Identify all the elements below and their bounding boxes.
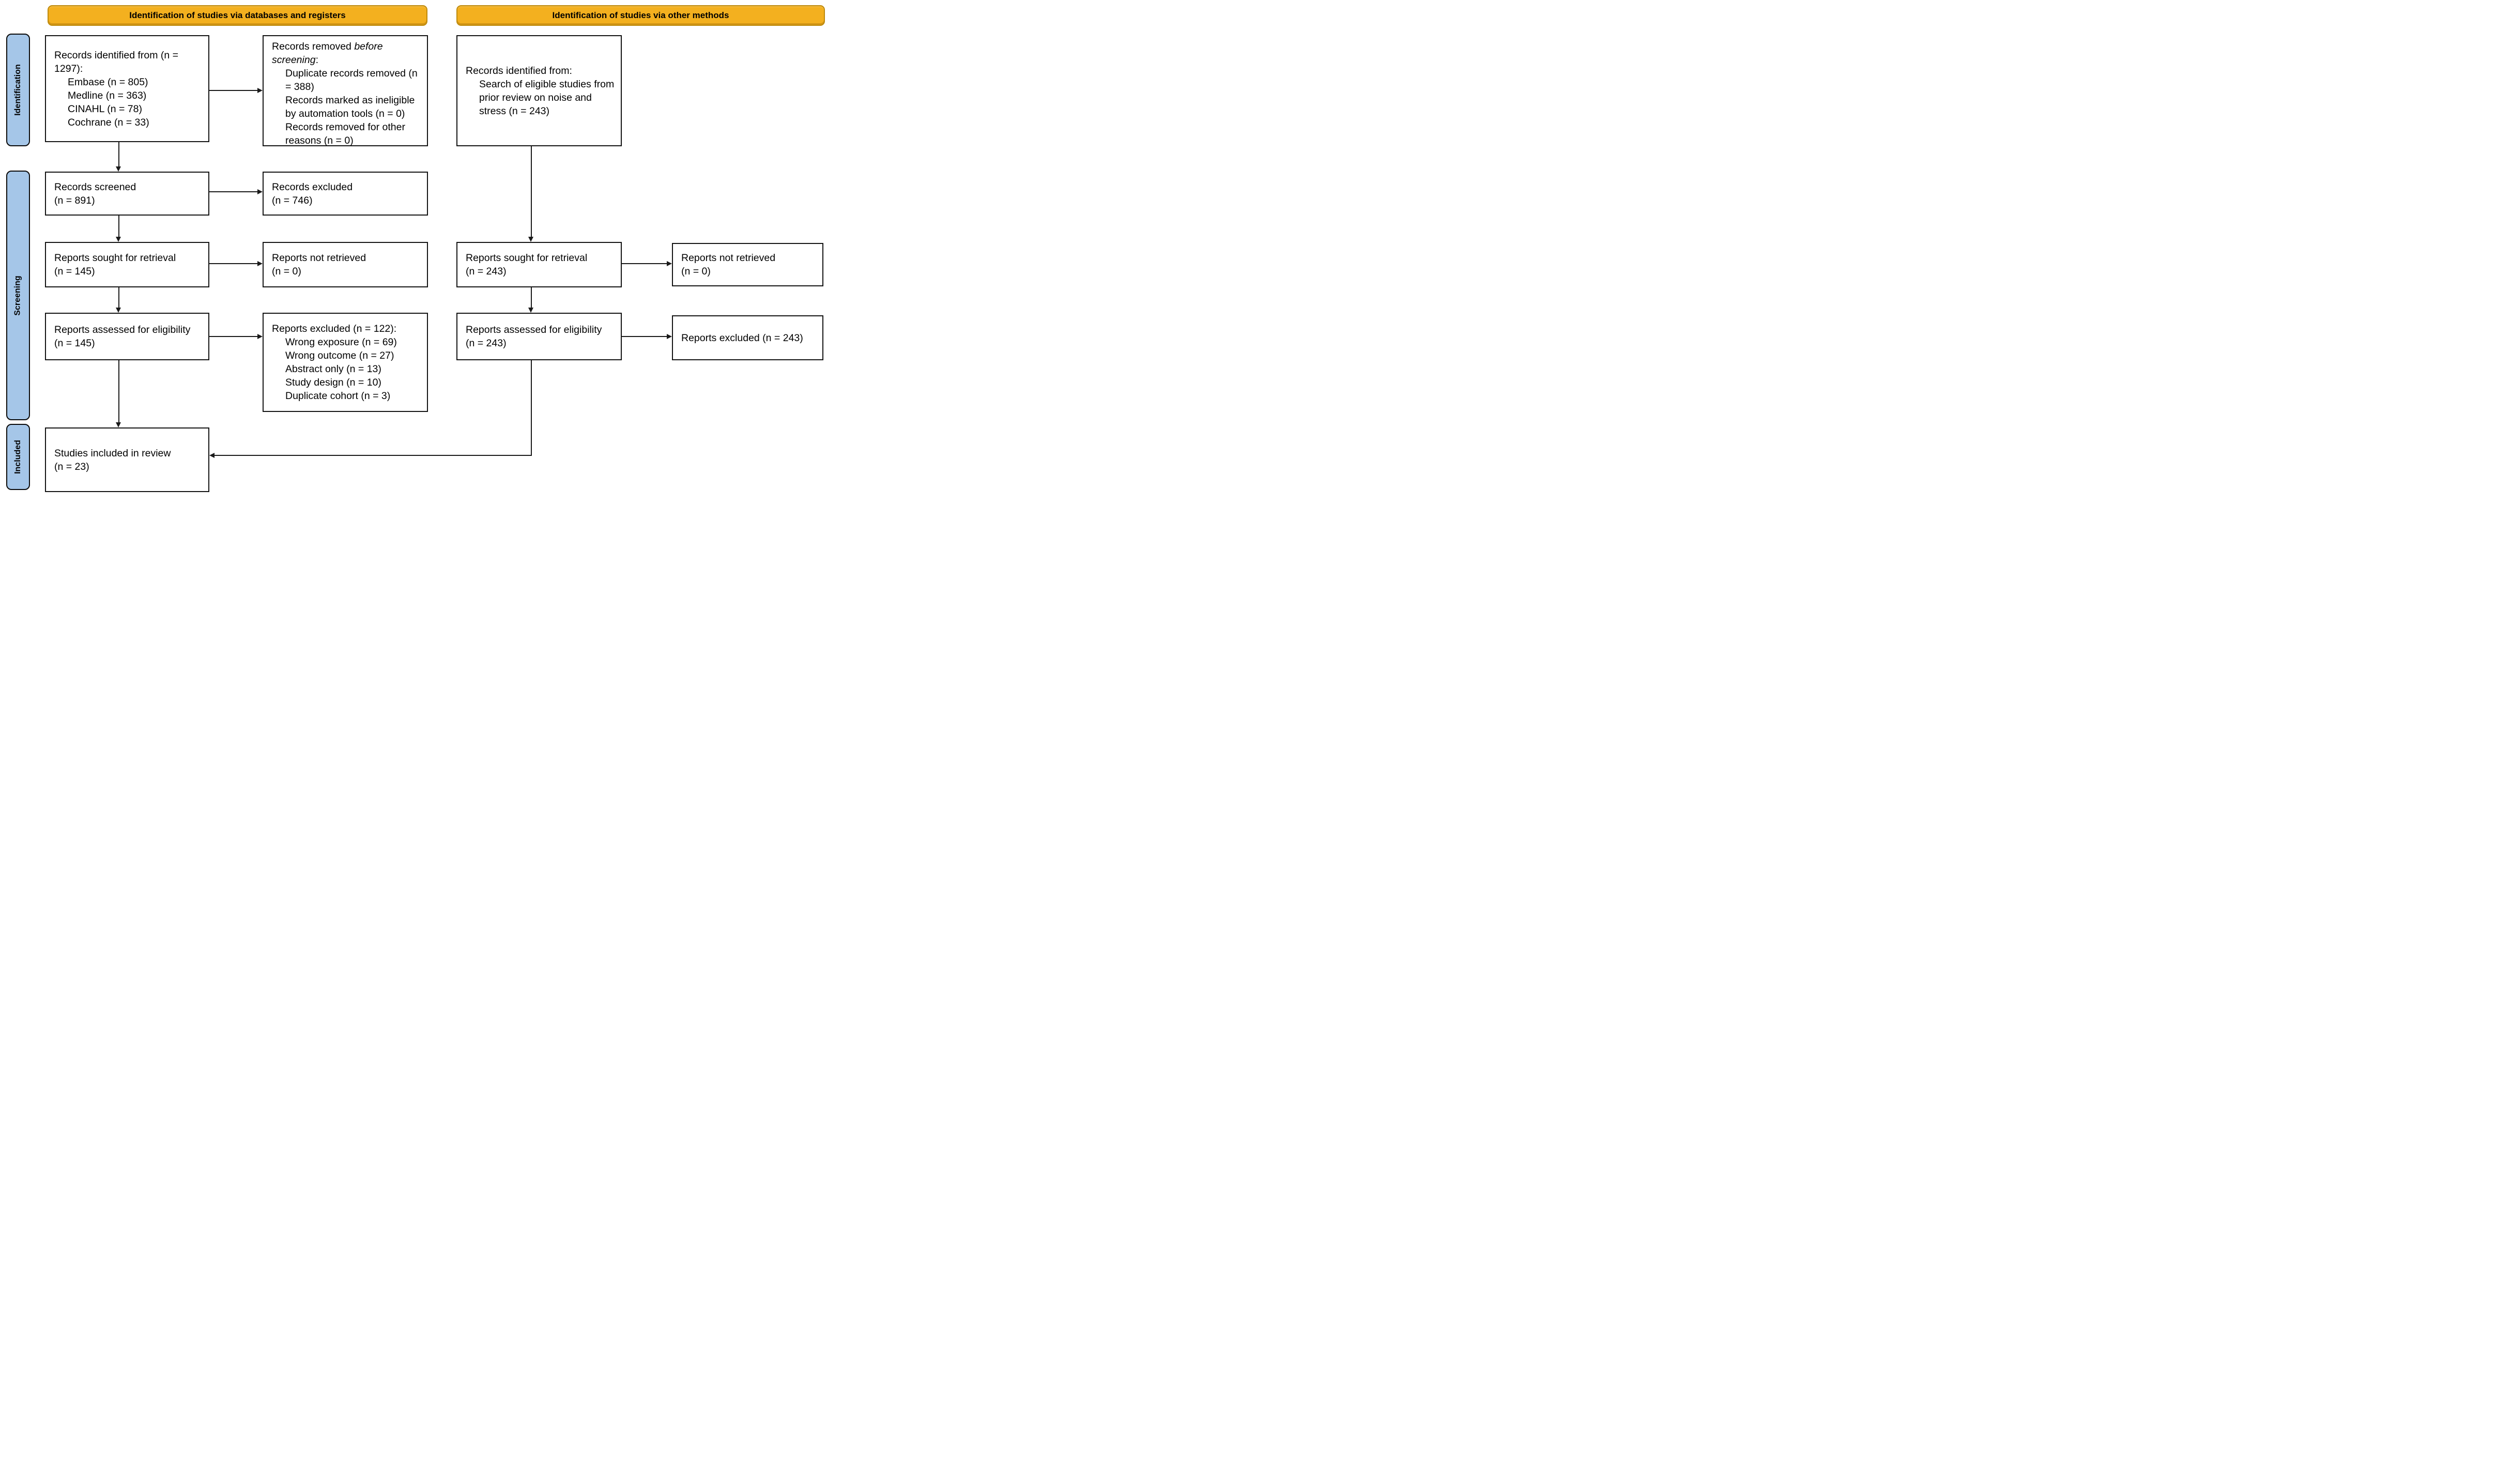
exclusion-reason-item: Duplicate cohort (n = 3) — [285, 390, 391, 402]
arrow-other-assessed-to-included-vline — [531, 360, 532, 456]
box-studies-included: Studies included in review (n = 23) — [45, 427, 209, 492]
box-line: Reports not retrieved — [272, 252, 366, 264]
source-item: CINAHL (n = 78) — [68, 103, 142, 115]
box-line: Reports sought for retrieval — [54, 252, 176, 264]
box-title: Records removed before screening: — [272, 40, 421, 67]
box-line: (n = 891) — [54, 194, 95, 206]
arrow-other-sought-to-assessed-line — [531, 287, 532, 309]
source-item: Search of eligible studies from prior re… — [479, 78, 615, 117]
arrow-other-sought-to-assessed-head — [528, 308, 533, 313]
arrow-sought-to-notretrieved-line — [209, 263, 258, 264]
arrow-other-assessed-to-included-head — [209, 452, 215, 458]
stage-screening-text: Screening — [13, 275, 23, 316]
exclusion-reason-item: Wrong exposure (n = 69) — [285, 336, 397, 348]
box-reports-not-retrieved-databases: Reports not retrieved (n = 0) — [263, 242, 428, 287]
box-reports-excluded-other: Reports excluded (n = 243) — [672, 315, 823, 360]
source-item: Medline (n = 363) — [68, 89, 147, 101]
box-title: Reports excluded (n = 122): — [272, 323, 397, 334]
arrow-screened-to-sought-line — [118, 216, 119, 238]
box-line: (n = 23) — [54, 461, 89, 472]
box-reports-sought-other: Reports sought for retrieval (n = 243) — [456, 242, 622, 287]
box-line: Reports sought for retrieval — [466, 252, 588, 264]
banner-identification-other-methods: Identification of studies via other meth… — [456, 5, 825, 26]
prisma-flow-diagram: Identification of studies via databases … — [0, 0, 832, 495]
arrow-other-assessed-to-excluded-head — [667, 333, 672, 339]
removal-reason-item: Duplicate records removed (n = 388) — [285, 68, 418, 93]
arrow-identified-to-screened-head — [116, 166, 121, 172]
exclusion-reason-item: Study design (n = 10) — [285, 377, 381, 388]
box-line: Reports assessed for eligibility — [466, 324, 602, 335]
box-records-excluded: Records excluded (n = 746) — [263, 172, 428, 216]
box-line: (n = 0) — [681, 266, 711, 277]
arrow-identified-to-removed-line — [209, 90, 258, 91]
banner-databases-label: Identification of studies via databases … — [129, 10, 346, 20]
arrow-screened-to-sought-head — [116, 237, 121, 242]
arrow-assessed-to-included-line — [118, 360, 119, 423]
box-line: (n = 145) — [54, 338, 95, 349]
box-line: (n = 145) — [54, 266, 95, 277]
arrow-identified-to-screened-line — [118, 142, 119, 167]
stage-identification-text: Identification — [13, 64, 22, 116]
arrow-sought-to-notretrieved-head — [257, 261, 263, 266]
arrow-screened-to-excluded-line — [209, 191, 258, 192]
box-line: Reports not retrieved — [681, 252, 776, 264]
box-line: Records excluded — [272, 181, 353, 193]
banner-other-methods-label: Identification of studies via other meth… — [552, 10, 729, 20]
exclusion-reason-item: Abstract only (n = 13) — [285, 363, 381, 375]
arrow-sought-to-assessed-line — [118, 287, 119, 309]
stage-label-identification: Identification — [6, 34, 30, 146]
box-title: Records identified from: — [466, 65, 572, 77]
arrow-other-assessed-to-included-hline — [213, 455, 532, 456]
exclusion-reason-item: Wrong outcome (n = 27) — [285, 350, 394, 361]
arrow-other-sought-to-notretrieved-head — [667, 261, 672, 266]
arrow-assessed-to-excluded-line — [209, 336, 258, 337]
banner-identification-databases: Identification of studies via databases … — [48, 5, 427, 26]
box-reports-assessed-other: Reports assessed for eligibility (n = 24… — [456, 313, 622, 360]
title-italic: before screening — [272, 41, 383, 66]
stage-included-text: Included — [13, 440, 22, 474]
box-line: Reports excluded (n = 243) — [681, 332, 803, 344]
box-line: (n = 243) — [466, 266, 507, 277]
box-reports-assessed-databases: Reports assessed for eligibility (n = 14… — [45, 313, 209, 360]
arrow-sought-to-assessed-head — [116, 308, 121, 313]
arrow-other-assessed-to-excluded-line — [622, 336, 668, 337]
arrow-identified-to-removed-head — [257, 87, 263, 93]
arrow-assessed-to-excluded-head — [257, 333, 263, 339]
removal-reason-item: Records removed for other reasons (n = 0… — [285, 121, 405, 146]
box-line: Studies included in review — [54, 447, 171, 459]
arrow-other-identified-to-sought-head — [528, 237, 533, 242]
removal-reason-item: Records marked as ineligible by automati… — [285, 95, 415, 119]
box-reports-excluded-databases: Reports excluded (n = 122): Wrong exposu… — [263, 313, 428, 412]
box-title: Records identified from (n = 1297): — [54, 49, 179, 74]
box-reports-not-retrieved-other: Reports not retrieved (n = 0) — [672, 243, 823, 286]
box-line: Records screened — [54, 181, 136, 193]
arrow-assessed-to-included-head — [116, 422, 121, 427]
box-records-identified-other: Records identified from: Search of eligi… — [456, 35, 622, 146]
title-suffix: : — [315, 54, 318, 66]
box-line: Reports assessed for eligibility — [54, 324, 191, 335]
stage-label-included: Included — [6, 424, 30, 490]
arrow-other-identified-to-sought-line — [531, 146, 532, 238]
source-item: Cochrane (n = 33) — [68, 116, 149, 128]
box-records-removed-before-screening: Records removed before screening: Duplic… — [263, 35, 428, 146]
title-prefix: Records removed — [272, 41, 355, 52]
box-records-screened: Records screened (n = 891) — [45, 172, 209, 216]
box-line: (n = 746) — [272, 194, 313, 206]
arrow-screened-to-excluded-head — [257, 189, 263, 194]
box-reports-sought-databases: Reports sought for retrieval (n = 145) — [45, 242, 209, 287]
box-records-identified-databases: Records identified from (n = 1297): Emba… — [45, 35, 209, 142]
stage-label-screening: Screening — [6, 171, 30, 420]
source-item: Embase (n = 805) — [68, 76, 148, 88]
box-line: (n = 243) — [466, 338, 507, 349]
arrow-other-sought-to-notretrieved-line — [622, 263, 668, 264]
box-line: (n = 0) — [272, 266, 301, 277]
